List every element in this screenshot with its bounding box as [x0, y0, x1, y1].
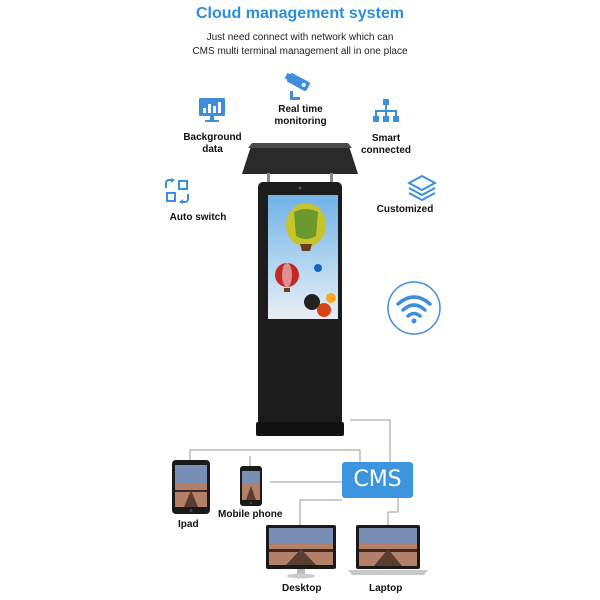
auto-switch-icon — [163, 178, 191, 204]
mobile-phone-label: Mobile phone — [218, 509, 283, 520]
layers-icon — [407, 174, 437, 202]
feature-real-time-monitoring-label: Real time monitoring — [274, 104, 327, 127]
bar-chart-icon — [198, 97, 226, 123]
laptop-device-image — [348, 525, 428, 577]
feature-smart-connected-label: Smart connected — [360, 133, 411, 156]
cctv-camera-icon — [282, 73, 314, 101]
subtitle: Just need connect with network which can… — [0, 31, 600, 59]
feature-background-data-label: Background data — [183, 132, 242, 155]
feature-customized-label: Customized — [376, 204, 434, 215]
wifi-icon — [386, 280, 442, 336]
feature-auto-switch-label: Auto switch — [169, 212, 227, 223]
subtitle-line-1: Just need connect with network which can — [206, 32, 394, 43]
subtitle-line-2: CMS multi terminal management all in one… — [192, 46, 408, 57]
desktop-device-image — [266, 525, 336, 579]
cms-box: CMS — [342, 462, 413, 498]
desktop-label: Desktop — [282, 583, 322, 594]
kiosk-illustration — [240, 140, 360, 436]
network-hierarchy-icon — [372, 98, 400, 126]
mobile-phone-device-image — [240, 466, 262, 506]
ipad-label: Ipad — [178, 519, 199, 530]
ipad-device-image — [172, 460, 210, 514]
laptop-label: Laptop — [369, 583, 403, 594]
page-title: Cloud management system — [195, 5, 405, 22]
